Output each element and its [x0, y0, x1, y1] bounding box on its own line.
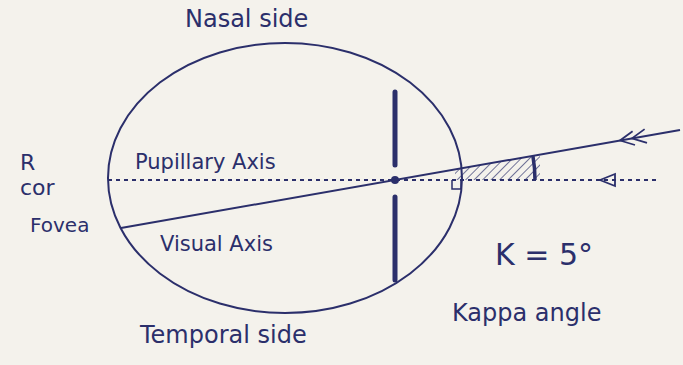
- iris-upper: [393, 92, 398, 165]
- angle-name: Kappa angle: [452, 300, 601, 328]
- angle-value: K = 5°: [495, 238, 593, 273]
- side-label: Temporal side: [140, 322, 307, 350]
- angle-arc: [533, 156, 535, 180]
- axis-label: Pupillary Axis: [135, 150, 276, 174]
- fovea-label: Fovea: [30, 214, 89, 237]
- side-label: Nasal side: [185, 6, 308, 34]
- pupillary-axis-arrowhead: [600, 174, 615, 186]
- angle-hatch: [455, 155, 540, 180]
- visual-axis-line: [121, 130, 680, 228]
- axis-point-label: R cor: [20, 150, 60, 201]
- right-angle-mark: [452, 180, 461, 189]
- visual-axis-arrowhead: [632, 129, 647, 143]
- axis-label: Visual Axis: [160, 232, 273, 256]
- pupillary-axis-line: [108, 179, 660, 181]
- iris-lower: [393, 197, 398, 280]
